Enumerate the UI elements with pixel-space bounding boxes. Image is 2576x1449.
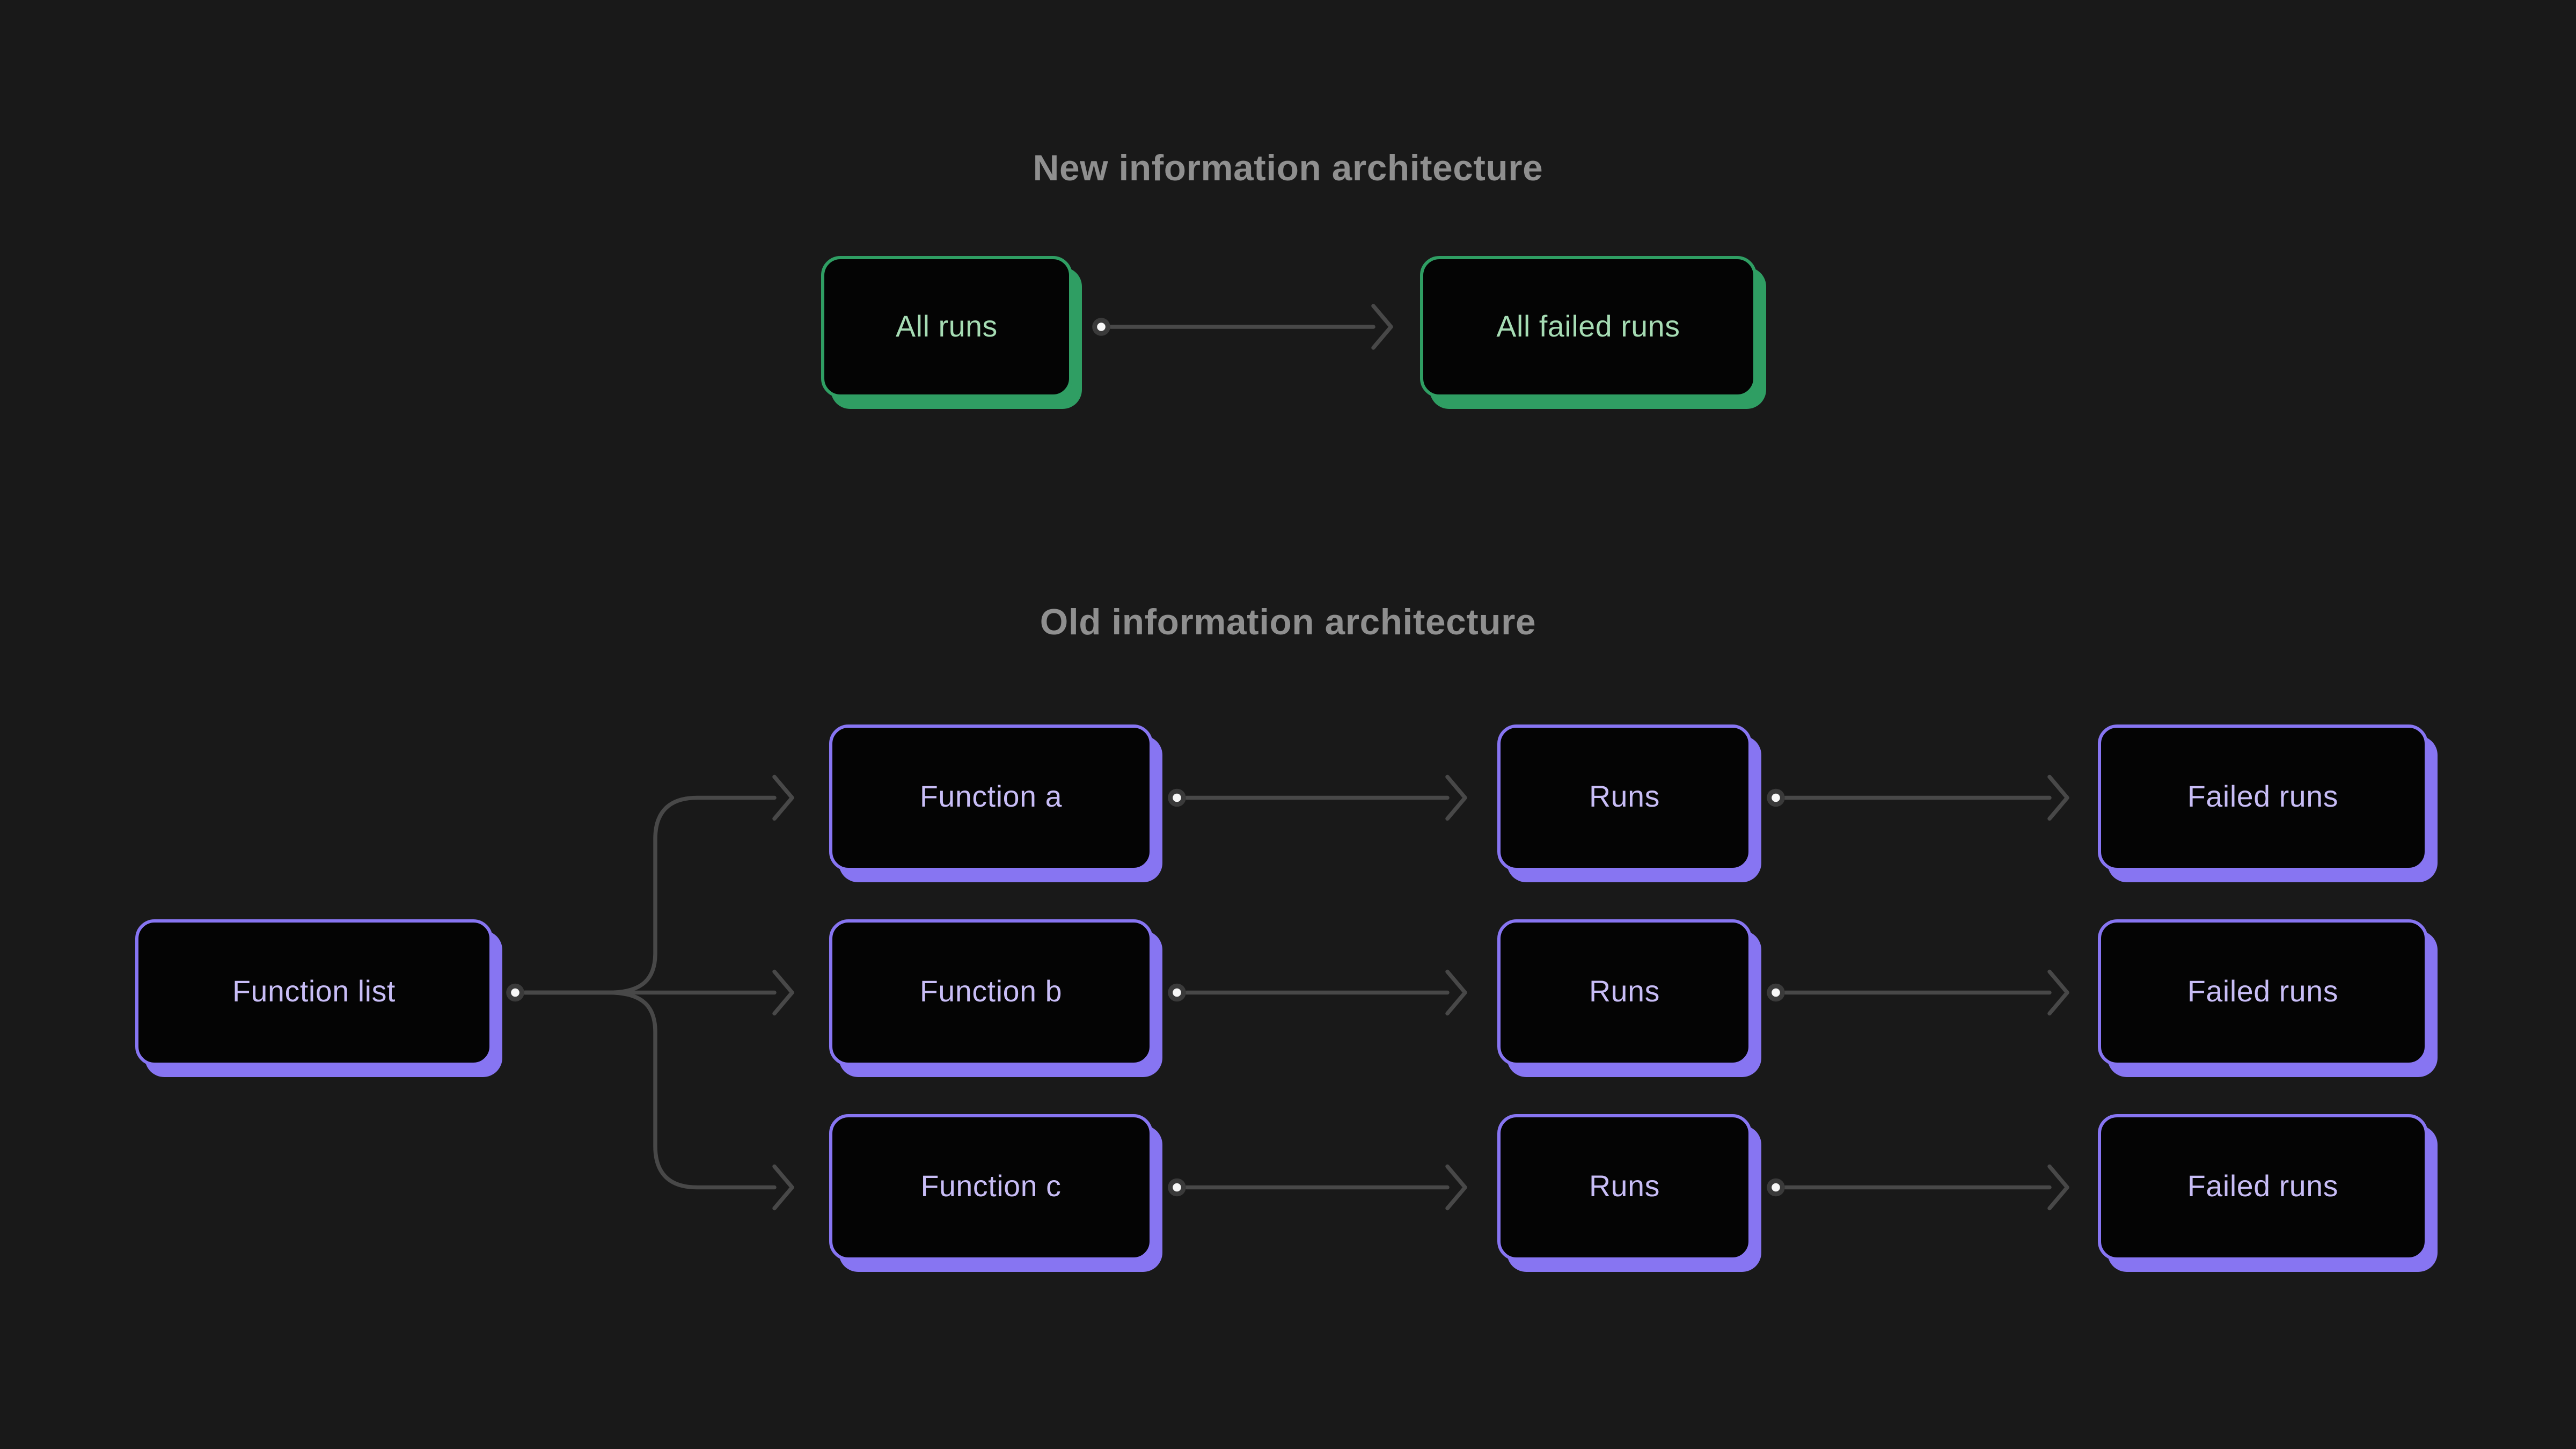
node-label: Function list [232, 974, 396, 1008]
node-function-list: Function list [135, 919, 493, 1066]
node-label: Function a [919, 779, 1063, 814]
arrowhead-icon [1445, 1164, 1467, 1211]
arrowhead-icon [1445, 774, 1467, 821]
node-all-failed-runs: All failed runs [1420, 256, 1757, 398]
new-architecture-title: New information architecture [1033, 148, 1543, 188]
node-runs-b: Runs [1497, 919, 1752, 1066]
node-all-runs: All runs [821, 256, 1072, 398]
node-label: Runs [1589, 974, 1660, 1008]
connector-dot [1168, 983, 1186, 1002]
node-label: Failed runs [2187, 974, 2339, 1008]
connector-dot [1092, 318, 1110, 336]
node-failed-runs-a: Failed runs [2098, 724, 2428, 871]
connector-dot [1168, 1178, 1186, 1197]
node-runs-a: Runs [1497, 724, 1752, 871]
node-failed-runs-b: Failed runs [2098, 919, 2428, 1066]
node-label: Runs [1589, 1169, 1660, 1203]
node-label: Function c [920, 1169, 1062, 1203]
connector-dot [1767, 983, 1785, 1002]
arrowhead-icon [772, 969, 794, 1016]
arrowhead-icon [2047, 774, 2069, 821]
arrowhead-icon [2047, 969, 2069, 1016]
node-label: Failed runs [2187, 1169, 2339, 1203]
connector-fork-top [523, 795, 777, 995]
node-label: Function b [919, 974, 1063, 1008]
arrowhead-icon [1445, 969, 1467, 1016]
node-label: All runs [896, 309, 998, 343]
connector-fork-bottom [523, 990, 777, 1190]
node-label: All failed runs [1496, 309, 1680, 343]
connector-dot [1767, 1178, 1785, 1197]
old-architecture-title: Old information architecture [1040, 602, 1536, 642]
arrowhead-icon [1371, 304, 1393, 350]
connector-dot [1767, 788, 1785, 807]
node-function-a: Function a [829, 724, 1153, 871]
node-label: Runs [1589, 779, 1660, 814]
connector-dot [1168, 788, 1186, 807]
node-label: Failed runs [2187, 779, 2339, 814]
node-failed-runs-c: Failed runs [2098, 1114, 2428, 1261]
arrowhead-icon [772, 774, 794, 821]
arrowhead-icon [2047, 1164, 2069, 1211]
arrowhead-icon [772, 1164, 794, 1211]
node-function-b: Function b [829, 919, 1153, 1066]
node-runs-c: Runs [1497, 1114, 1752, 1261]
node-function-c: Function c [829, 1114, 1153, 1261]
connector-dot [506, 983, 524, 1002]
